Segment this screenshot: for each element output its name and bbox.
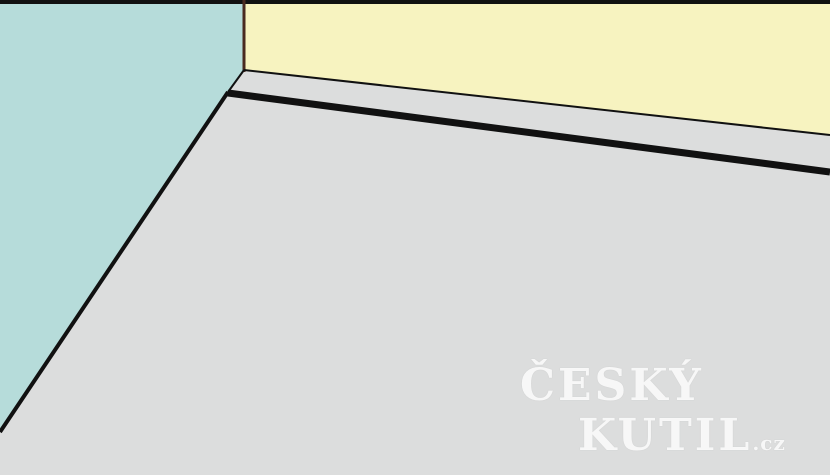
left-wall	[0, 0, 244, 430]
skirting-board	[228, 70, 830, 170]
left-wall-floor-line	[0, 90, 230, 434]
skirting-corner-line	[227, 69, 245, 93]
wall-skirting-line	[243, 69, 830, 136]
floor-skirting-line	[227, 89, 830, 176]
back-wall	[244, 0, 830, 135]
floor	[0, 95, 830, 475]
